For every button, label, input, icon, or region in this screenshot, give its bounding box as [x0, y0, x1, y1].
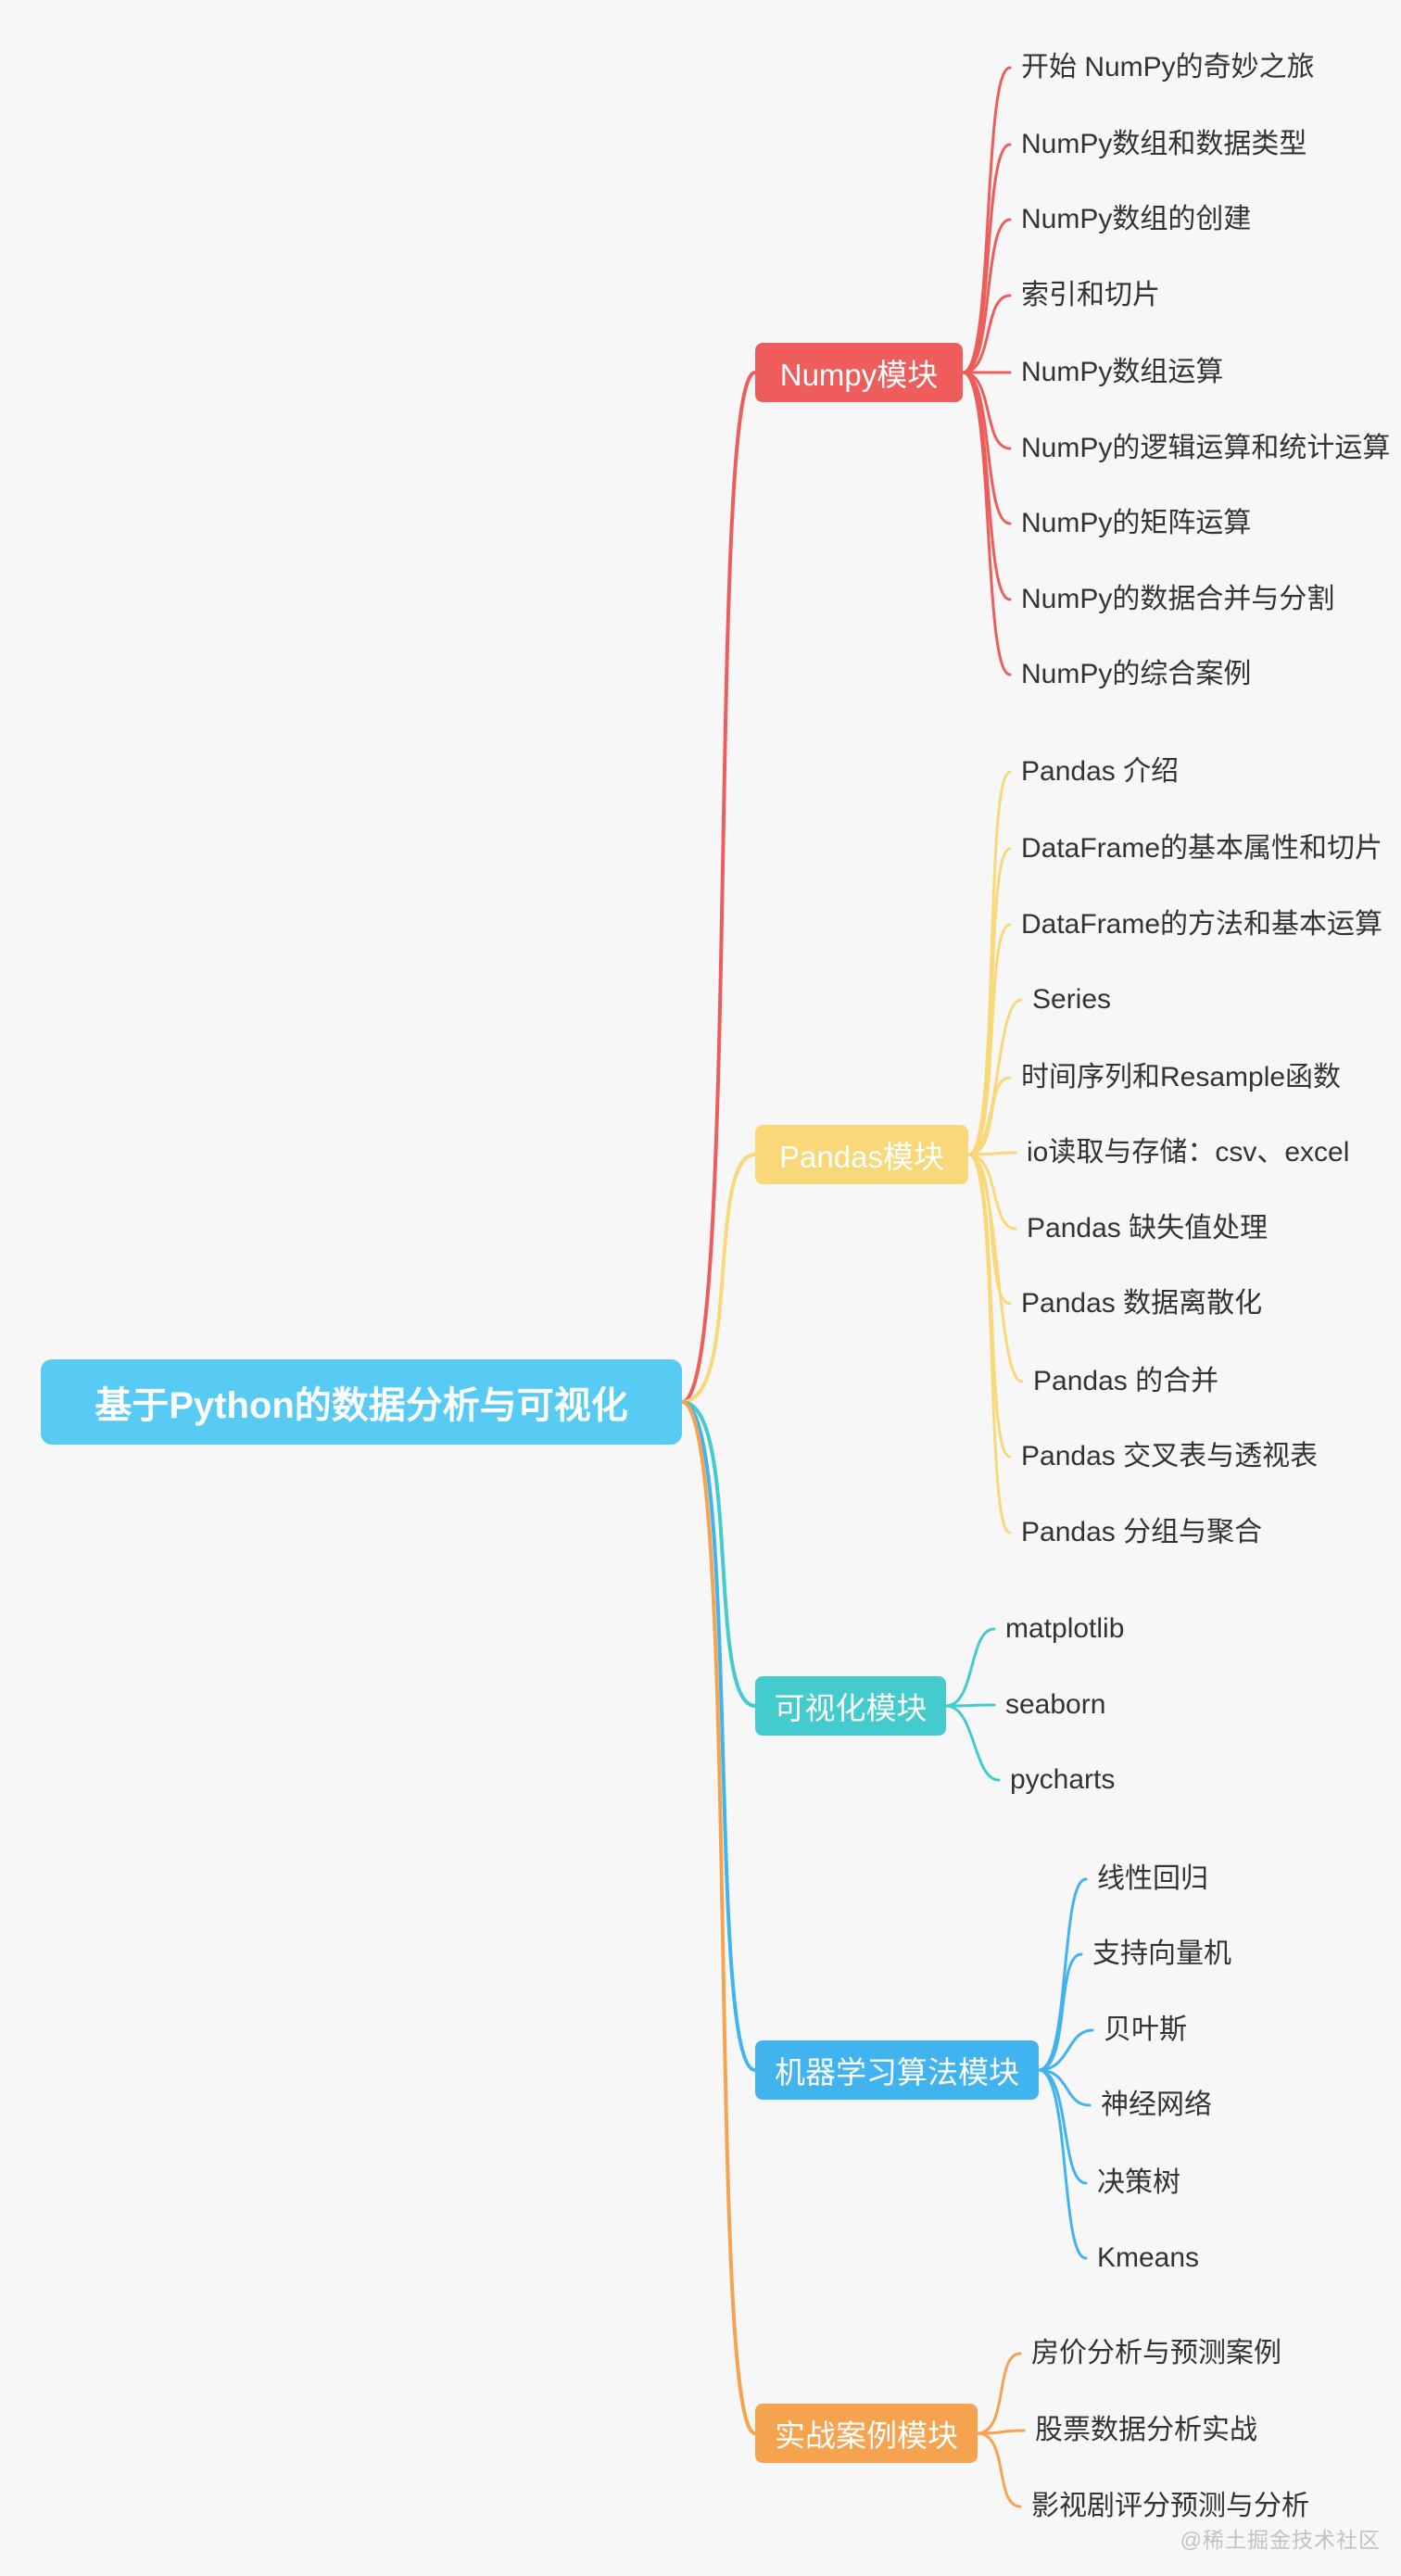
- link-root-to-numpy: [680, 371, 757, 1404]
- leaf-node[interactable]: NumPy数组和数据类型: [1021, 129, 1307, 159]
- leaf-node[interactable]: 股票数据分析实战: [1035, 2415, 1257, 2445]
- leaf-node[interactable]: DataFrame的方法和基本运算: [1021, 909, 1383, 940]
- leaf-node[interactable]: NumPy的综合案例: [1021, 659, 1252, 689]
- leaf-node[interactable]: 贝叶斯: [1104, 2014, 1187, 2045]
- leaf-node[interactable]: NumPy的逻辑运算和统计运算: [1021, 433, 1391, 463]
- numpy-leaf-links: [961, 66, 1012, 676]
- leaf-node[interactable]: matplotlib: [1005, 1613, 1125, 1644]
- leaf-node[interactable]: Pandas 数据离散化: [1021, 1288, 1263, 1319]
- leaf-node[interactable]: NumPy的矩阵运算: [1021, 508, 1252, 538]
- link-root-to-cases: [680, 1400, 757, 2435]
- watermark: @稀土掘金技术社区: [1180, 2528, 1381, 2552]
- leaf-node[interactable]: 时间序列和Resample函数: [1021, 1062, 1342, 1092]
- link-pandas-leaf-3: [966, 998, 1023, 1156]
- visualization-leaf-links: [944, 1627, 1001, 1782]
- leaf-node[interactable]: 决策树: [1097, 2167, 1180, 2198]
- link-ml-leaf-5: [1037, 2068, 1088, 2260]
- ml-leaf-links: [1037, 1877, 1094, 2260]
- leaf-node[interactable]: 影视剧评分预测与分析: [1031, 2491, 1309, 2521]
- link-root-to-ml: [680, 1400, 757, 2072]
- link-numpy-leaf-5: [961, 371, 1012, 450]
- branch-node-numpy[interactable]: Numpy模块: [755, 343, 963, 402]
- leaf-node[interactable]: io读取与存储：csv、excel: [1027, 1137, 1350, 1168]
- leaf-node[interactable]: Pandas 交叉表与透视表: [1021, 1441, 1319, 1471]
- link-numpy-leaf-0: [961, 66, 1012, 374]
- link-ml-leaf-0: [1037, 1877, 1088, 2072]
- link-numpy-leaf-3: [961, 294, 1012, 374]
- leaf-node[interactable]: Series: [1032, 984, 1112, 1015]
- leaf-node[interactable]: Pandas 缺失值处理: [1027, 1213, 1268, 1244]
- branch-node-cases[interactable]: 实战案例模块: [755, 2404, 978, 2463]
- leaf-node[interactable]: pycharts: [1010, 1764, 1116, 1795]
- link-pandas-leaf-4: [966, 1076, 1012, 1156]
- link-pandas-leaf-2: [966, 923, 1012, 1156]
- leaf-node[interactable]: NumPy数组运算: [1021, 357, 1224, 387]
- link-cases-leaf-1: [976, 2429, 1026, 2435]
- link-numpy-leaf-2: [961, 218, 1012, 374]
- leaf-node[interactable]: Pandas 分组与聚合: [1021, 1517, 1263, 1547]
- link-ml-leaf-1: [1037, 1952, 1083, 2072]
- leaf-node[interactable]: 房价分析与预测案例: [1031, 2338, 1281, 2368]
- link-numpy-leaf-6: [961, 371, 1012, 525]
- leaf-node[interactable]: Kmeans: [1097, 2242, 1200, 2273]
- leaf-node[interactable]: Pandas 介绍: [1021, 756, 1180, 787]
- leaf-node[interactable]: seaborn: [1005, 1689, 1106, 1720]
- link-visualization-leaf-0: [944, 1627, 996, 1708]
- leaf-node[interactable]: DataFrame的基本属性和切片: [1021, 833, 1383, 864]
- link-cases-leaf-0: [976, 2352, 1022, 2435]
- link-ml-leaf-3: [1037, 2068, 1092, 2107]
- leaf-node[interactable]: 索引和切片: [1021, 280, 1160, 310]
- link-root-to-pandas: [680, 1153, 757, 1404]
- link-pandas-leaf-0: [966, 770, 1012, 1156]
- link-visualization-leaf-2: [944, 1704, 1001, 1782]
- branch-node-pandas[interactable]: Pandas模块: [755, 1125, 968, 1184]
- link-ml-leaf-2: [1037, 2028, 1094, 2072]
- leaf-node[interactable]: NumPy的数据合并与分割: [1021, 584, 1335, 614]
- link-numpy-leaf-8: [961, 371, 1012, 676]
- root-node[interactable]: 基于Python的数据分析与可视化: [41, 1359, 682, 1445]
- link-pandas-leaf-10: [966, 1153, 1012, 1534]
- link-cases-leaf-2: [976, 2431, 1022, 2508]
- link-pandas-leaf-1: [966, 847, 1012, 1156]
- leaf-node[interactable]: Pandas 的合并: [1033, 1366, 1219, 1396]
- link-pandas-leaf-8: [966, 1153, 1024, 1383]
- link-pandas-leaf-6: [966, 1153, 1017, 1231]
- leaf-node[interactable]: NumPy数组的创建: [1021, 204, 1252, 234]
- link-root-to-visualization: [680, 1400, 757, 1708]
- link-numpy-leaf-1: [961, 143, 1012, 374]
- leaf-node[interactable]: 线性回归: [1097, 1863, 1208, 1894]
- branch-node-visualization[interactable]: 可视化模块: [755, 1676, 946, 1736]
- link-pandas-leaf-5: [966, 1151, 1017, 1156]
- cases-leaf-links: [976, 2352, 1026, 2508]
- branch-node-ml[interactable]: 机器学习算法模块: [755, 2040, 1039, 2100]
- link-visualization-leaf-1: [944, 1703, 996, 1708]
- leaf-node[interactable]: 开始 NumPy的奇妙之旅: [1021, 52, 1315, 82]
- leaf-node[interactable]: 神经网络: [1101, 2090, 1212, 2120]
- leaf-node[interactable]: 支持向量机: [1092, 1938, 1231, 1969]
- pandas-leaf-links: [966, 770, 1024, 1534]
- link-ml-leaf-4: [1037, 2068, 1088, 2185]
